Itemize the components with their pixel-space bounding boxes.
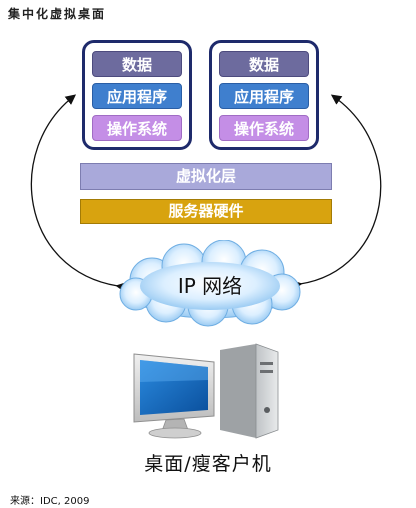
right-arrow: [291, 94, 382, 291]
application-layer: 应用程序: [92, 83, 182, 109]
virtual-machine-1: 数据 应用程序 操作系统: [82, 40, 192, 150]
application-layer: 应用程序: [219, 83, 309, 109]
client-label: 桌面/瘦客户机: [144, 453, 272, 475]
server-hardware-layer: 服务器硬件: [80, 199, 332, 224]
diagram-title: 集中化虚拟桌面: [8, 7, 107, 21]
virtual-machine-2: 数据 应用程序 操作系统: [209, 40, 319, 150]
computer-icon: [133, 343, 279, 439]
data-layer: 数据: [219, 51, 309, 77]
data-layer: 数据: [92, 51, 182, 77]
virtualization-layer: 虚拟化层: [80, 163, 332, 190]
os-layer: 操作系统: [92, 115, 182, 141]
source-note: 来源：IDC, 2009: [10, 496, 90, 507]
left-arrow: [30, 94, 127, 293]
network-label: IP 网络: [177, 274, 243, 298]
cloud-icon: [119, 240, 301, 327]
os-layer: 操作系统: [219, 115, 309, 141]
